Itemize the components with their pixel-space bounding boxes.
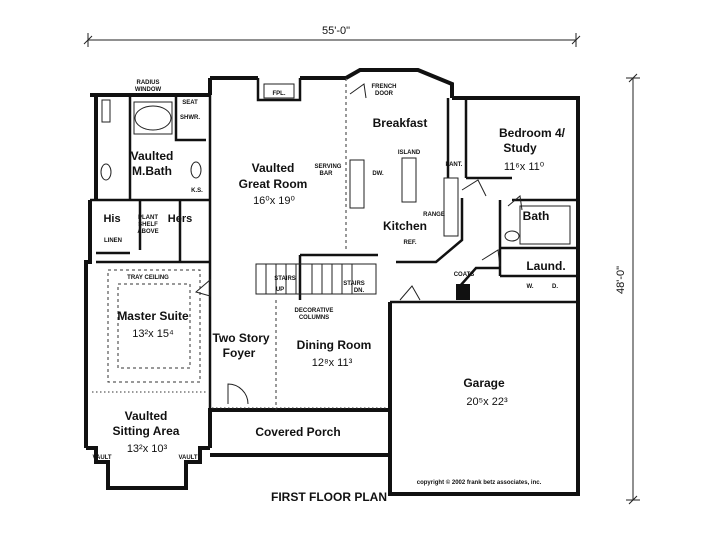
label-range: RANGE	[423, 212, 445, 218]
label-w: W.	[527, 284, 534, 290]
label-plant-shelf-2: SHELF	[138, 222, 158, 228]
label-d: D.	[552, 284, 558, 290]
label-ks: K.S.	[191, 188, 203, 194]
room-dining: Dining Room	[297, 338, 372, 352]
label-linen: LINEN	[104, 238, 122, 244]
label-radius-window-2: WINDOW	[135, 87, 162, 93]
label-vault-left: VAULT	[92, 455, 111, 461]
label-vault-right: VAULT	[178, 455, 197, 461]
label-deco-columns-1: DECORATIVE	[295, 308, 334, 314]
room-foyer-line2: Foyer	[223, 346, 256, 360]
label-tray-ceiling: TRAY CEILING	[127, 275, 169, 281]
room-bedroom-size: 11⁶x 11⁰	[504, 161, 545, 173]
copyright: copyright © 2002 frank betz associates, …	[417, 479, 542, 486]
label-island: ISLAND	[398, 150, 421, 156]
exterior-walls	[84, 68, 580, 496]
label-pant: PANT.	[446, 162, 463, 168]
kitchen-counter	[443, 177, 459, 237]
label-serving-bar-2: BAR	[320, 171, 334, 177]
label-up: UP	[276, 287, 284, 293]
label-deco-columns-2: COLUMNS	[299, 315, 329, 321]
room-breakfast: Breakfast	[373, 116, 428, 130]
label-french-door-2: DOOR	[375, 91, 394, 97]
room-sitting-size: 13²x 10³	[127, 443, 168, 455]
room-laundry: Laund.	[526, 259, 565, 273]
room-bedroom-line1: Bedroom 4/	[499, 126, 566, 140]
depth-dimension-line	[626, 73, 640, 505]
bath-fixtures	[100, 99, 571, 245]
room-mbath-line1: Vaulted	[131, 149, 174, 163]
garage-step	[456, 284, 470, 300]
label-coats: COATS	[454, 272, 475, 278]
label-hers: Hers	[168, 213, 192, 225]
label-his: His	[103, 213, 120, 225]
room-sitting-line2: Sitting Area	[113, 424, 180, 438]
label-shwr: SHWR.	[180, 115, 200, 121]
kitchen-island	[401, 157, 417, 203]
room-bath: Bath	[523, 209, 550, 223]
plan-title: FIRST FLOOR PLAN	[271, 490, 387, 504]
room-garage: Garage	[463, 376, 505, 390]
label-dw: DW.	[372, 171, 384, 177]
room-great-room-line2: Great Room	[239, 177, 308, 191]
room-master-suite-size: 13²x 15⁴	[132, 328, 174, 340]
room-kitchen: Kitchen	[383, 219, 427, 233]
room-garage-size: 20⁵x 22³	[466, 396, 508, 408]
fireplace	[256, 78, 302, 102]
room-dining-size: 12⁸x 11³	[312, 357, 353, 369]
room-great-room-size: 16⁰x 19⁰	[253, 195, 295, 207]
serving-bar	[349, 159, 365, 209]
room-bedroom-line2: Study	[503, 141, 537, 155]
doors	[194, 83, 523, 405]
label-plant-shelf-1: PLANT	[138, 215, 158, 221]
room-sitting-line1: Vaulted	[125, 409, 168, 423]
width-dimension-line	[83, 33, 581, 47]
overall-depth-label: 48'-0"	[615, 266, 627, 294]
label-stairs-dn: STAIRS	[343, 281, 365, 287]
room-foyer-line1: Two Story	[212, 331, 269, 345]
label-dn: DN.	[354, 288, 365, 294]
label-serving-bar-1: SERVING	[315, 164, 342, 170]
label-french-door-1: FRENCH	[372, 84, 397, 90]
label-stairs-up: STAIRS	[274, 276, 296, 282]
room-porch: Covered Porch	[255, 425, 340, 439]
tray-ceiling	[107, 269, 201, 383]
room-master-suite: Master Suite	[117, 309, 189, 323]
label-plant-shelf-3: ABOVE	[137, 229, 158, 235]
label-fpl: FPL.	[273, 91, 286, 97]
overall-width-label: 55'-0"	[322, 25, 350, 37]
label-radius-window-1: RADIUS	[136, 80, 159, 86]
stairs	[255, 263, 377, 295]
room-great-room-line1: Vaulted	[252, 161, 295, 175]
label-ref: REF.	[403, 240, 416, 246]
label-seat: SEAT	[182, 100, 198, 106]
room-mbath-line2: M.Bath	[132, 164, 172, 178]
tray-ceiling-inner	[117, 283, 191, 369]
